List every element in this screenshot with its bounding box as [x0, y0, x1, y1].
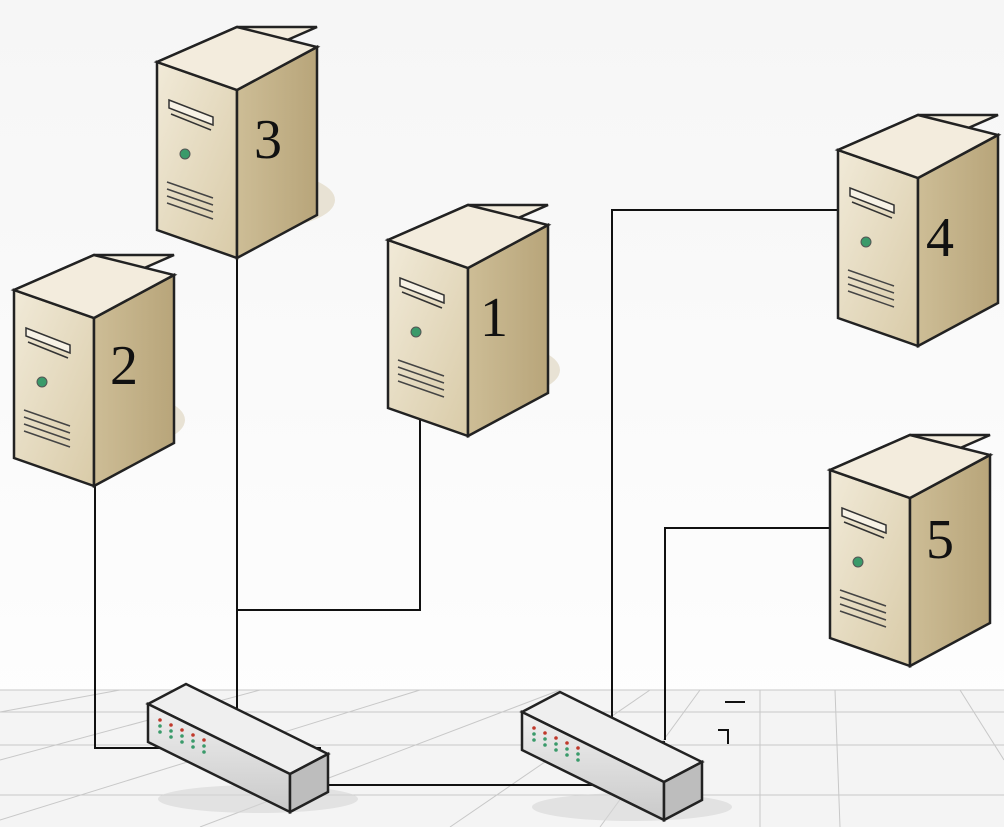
power-led-icon — [410, 326, 422, 338]
server-5-label: 5 — [926, 509, 954, 571]
server-layer — [10, 25, 1002, 669]
drive-bay-icon — [399, 276, 445, 305]
server-4[interactable] — [834, 113, 1002, 349]
drive-bay-icon — [25, 326, 71, 355]
drive-bay-icon — [168, 98, 214, 127]
server-3-label: 3 — [254, 109, 282, 171]
server-2[interactable] — [10, 253, 178, 489]
port-leds-icon — [532, 726, 580, 762]
server-1[interactable] — [384, 203, 552, 439]
server-2-label: 2 — [110, 335, 138, 397]
drive-bay-icon — [841, 506, 887, 535]
switch-left[interactable] — [145, 682, 358, 815]
server-4-label: 4 — [926, 207, 954, 269]
port-leds-icon — [158, 718, 206, 754]
power-led-icon — [36, 376, 48, 388]
server-1-label: 1 — [480, 287, 508, 349]
power-led-icon — [860, 236, 872, 248]
switch-right[interactable] — [519, 690, 732, 823]
drive-bay-icon — [849, 186, 895, 215]
power-led-icon — [179, 148, 191, 160]
stray-marks — [718, 701, 745, 744]
switch-layer — [145, 682, 732, 823]
power-led-icon — [852, 556, 864, 568]
server-5[interactable] — [826, 433, 994, 669]
server-3[interactable] — [153, 25, 321, 261]
